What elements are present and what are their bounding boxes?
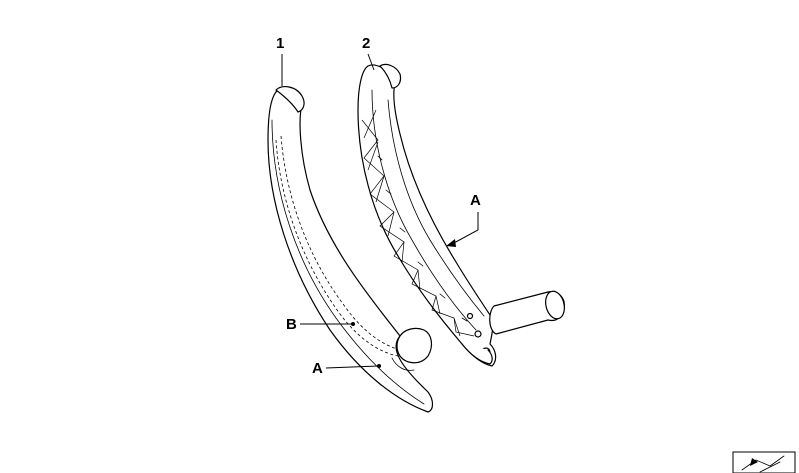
handle-carrier-part-2[interactable]: [357, 63, 497, 367]
callout-part-2: 2: [362, 35, 375, 71]
callout-point-b: B: [286, 316, 355, 333]
callout-label-a-lower: A: [312, 360, 323, 377]
diagram-symbol-icon: [732, 451, 796, 473]
callout-part-1: 1: [276, 35, 284, 86]
callout-point-a-upper: A: [446, 192, 481, 247]
callout-label-1: 1: [276, 35, 284, 52]
handle-pin[interactable]: [489, 289, 567, 335]
callout-label-2: 2: [362, 35, 370, 52]
callout-label-b: B: [286, 316, 297, 333]
callout-label-a-upper: A: [470, 192, 481, 209]
callout-point-a-lower: A: [312, 360, 381, 377]
handle-trim-part-1[interactable]: [267, 86, 434, 413]
